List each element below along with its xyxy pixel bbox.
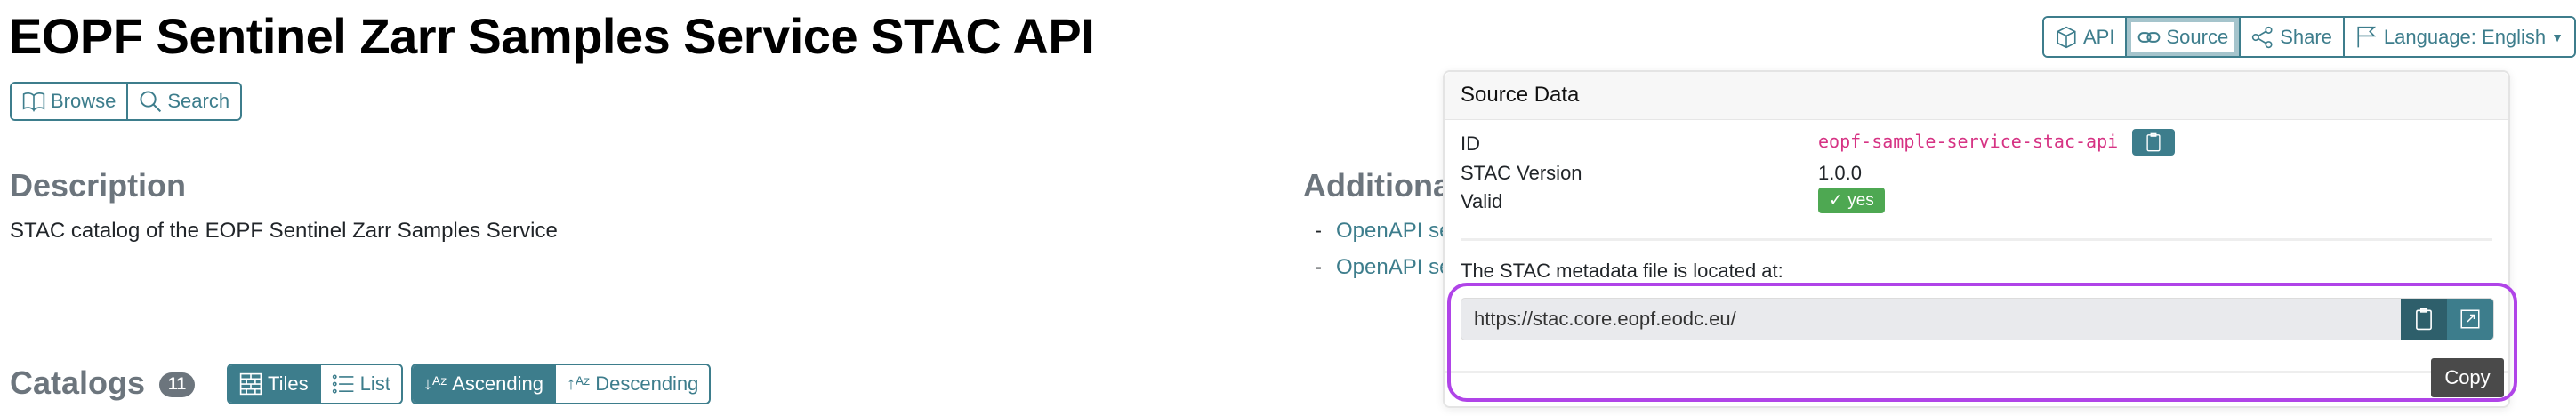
description-heading: Description (10, 167, 187, 204)
valid-badge: ✓ yes (1818, 188, 1885, 213)
clipboard-icon (2416, 308, 2432, 331)
list-icon (332, 374, 354, 394)
clipboard-icon (2146, 132, 2161, 152)
bricks-icon (239, 372, 262, 396)
flag-icon (2357, 26, 2376, 47)
api-button[interactable]: API (2044, 18, 2128, 56)
source-popover: Source Data ID eopf-sample-service-stac-… (1443, 70, 2510, 408)
id-value: eopf-sample-service-stac-api (1818, 130, 2119, 152)
location-label: The STAC metadata file is located at: (1461, 260, 1783, 282)
page-title: EOPF Sentinel Zarr Samples Service STAC … (9, 8, 1095, 64)
url-value: https://stac.core.eopf.eodc.eu/ (1474, 308, 1736, 330)
openapi-link[interactable]: OpenAPI se (1336, 255, 1452, 279)
version-value: 1.0.0 (1818, 162, 1862, 184)
source-label: Source (2166, 25, 2229, 48)
search-icon (140, 91, 162, 113)
box-arrow-up-right-icon (2460, 309, 2480, 329)
sort-up-az-icon: ↑ᴬᶻ (566, 373, 591, 394)
tiles-button[interactable]: Tiles (229, 365, 321, 403)
api-label: API (2083, 25, 2115, 48)
copy-url-button[interactable] (2401, 299, 2447, 340)
share-button[interactable]: Share (2241, 18, 2345, 56)
book-icon (22, 92, 45, 112)
ascending-label: Ascending (452, 372, 543, 395)
view-toggle: Tiles List (227, 364, 403, 404)
additional-bullet: - (1315, 219, 1322, 243)
tiles-label: Tiles (268, 372, 309, 395)
version-label: STAC Version (1461, 162, 1582, 184)
box-icon (2057, 26, 2076, 48)
browse-label: Browse (51, 90, 117, 112)
share-icon (2252, 26, 2273, 48)
url-field[interactable]: https://stac.core.eopf.eodc.eu/ (1461, 298, 2494, 340)
valid-label: Valid (1461, 190, 1503, 212)
descending-button[interactable]: ↑ᴬᶻ Descending (555, 365, 710, 403)
caret-down-icon: ▼ (2551, 29, 2564, 44)
share-label: Share (2280, 25, 2332, 48)
list-label: List (359, 372, 390, 395)
check-icon: ✓ (1829, 191, 1848, 210)
copy-tooltip: Copy (2431, 358, 2504, 397)
catalogs-heading: Catalogs (10, 364, 146, 401)
sort-toggle: ↓ᴬᶻ Ascending ↑ᴬᶻ Descending (411, 364, 712, 404)
popover-title: Source Data (1445, 72, 2508, 120)
copy-id-button[interactable] (2132, 129, 2176, 156)
search-button[interactable]: Search (128, 84, 241, 119)
highlight-box (1447, 283, 2517, 402)
openapi-link[interactable]: OpenAPI se (1336, 219, 1452, 243)
description-text: STAC catalog of the EOPF Sentinel Zarr S… (10, 219, 558, 243)
id-value-row: eopf-sample-service-stac-api (1818, 129, 2176, 156)
list-button[interactable]: List (320, 365, 401, 403)
language-dropdown[interactable]: Language: English ▼ (2344, 18, 2575, 56)
language-label: Language: English (2383, 25, 2547, 48)
search-label: Search (167, 90, 230, 112)
valid-value: yes (1847, 191, 1874, 210)
toolbar: API Source Share Language: English ▼ (2042, 16, 2576, 58)
sort-down-az-icon: ↓ᴬᶻ (423, 373, 447, 394)
descending-label: Descending (595, 372, 699, 395)
open-url-button[interactable] (2447, 299, 2493, 340)
browse-button[interactable]: Browse (12, 84, 129, 119)
divider (1461, 238, 2492, 241)
nav-buttons: Browse Search (10, 82, 243, 121)
link-icon (2138, 31, 2161, 43)
catalogs-count-badge: 11 (159, 372, 195, 397)
divider (1445, 371, 2508, 373)
additional-heading: Additiona (1303, 167, 1451, 204)
source-button[interactable]: Source (2127, 18, 2242, 56)
ascending-button[interactable]: ↓ᴬᶻ Ascending (413, 365, 556, 403)
additional-bullet: - (1315, 255, 1322, 279)
id-label: ID (1461, 132, 1480, 155)
